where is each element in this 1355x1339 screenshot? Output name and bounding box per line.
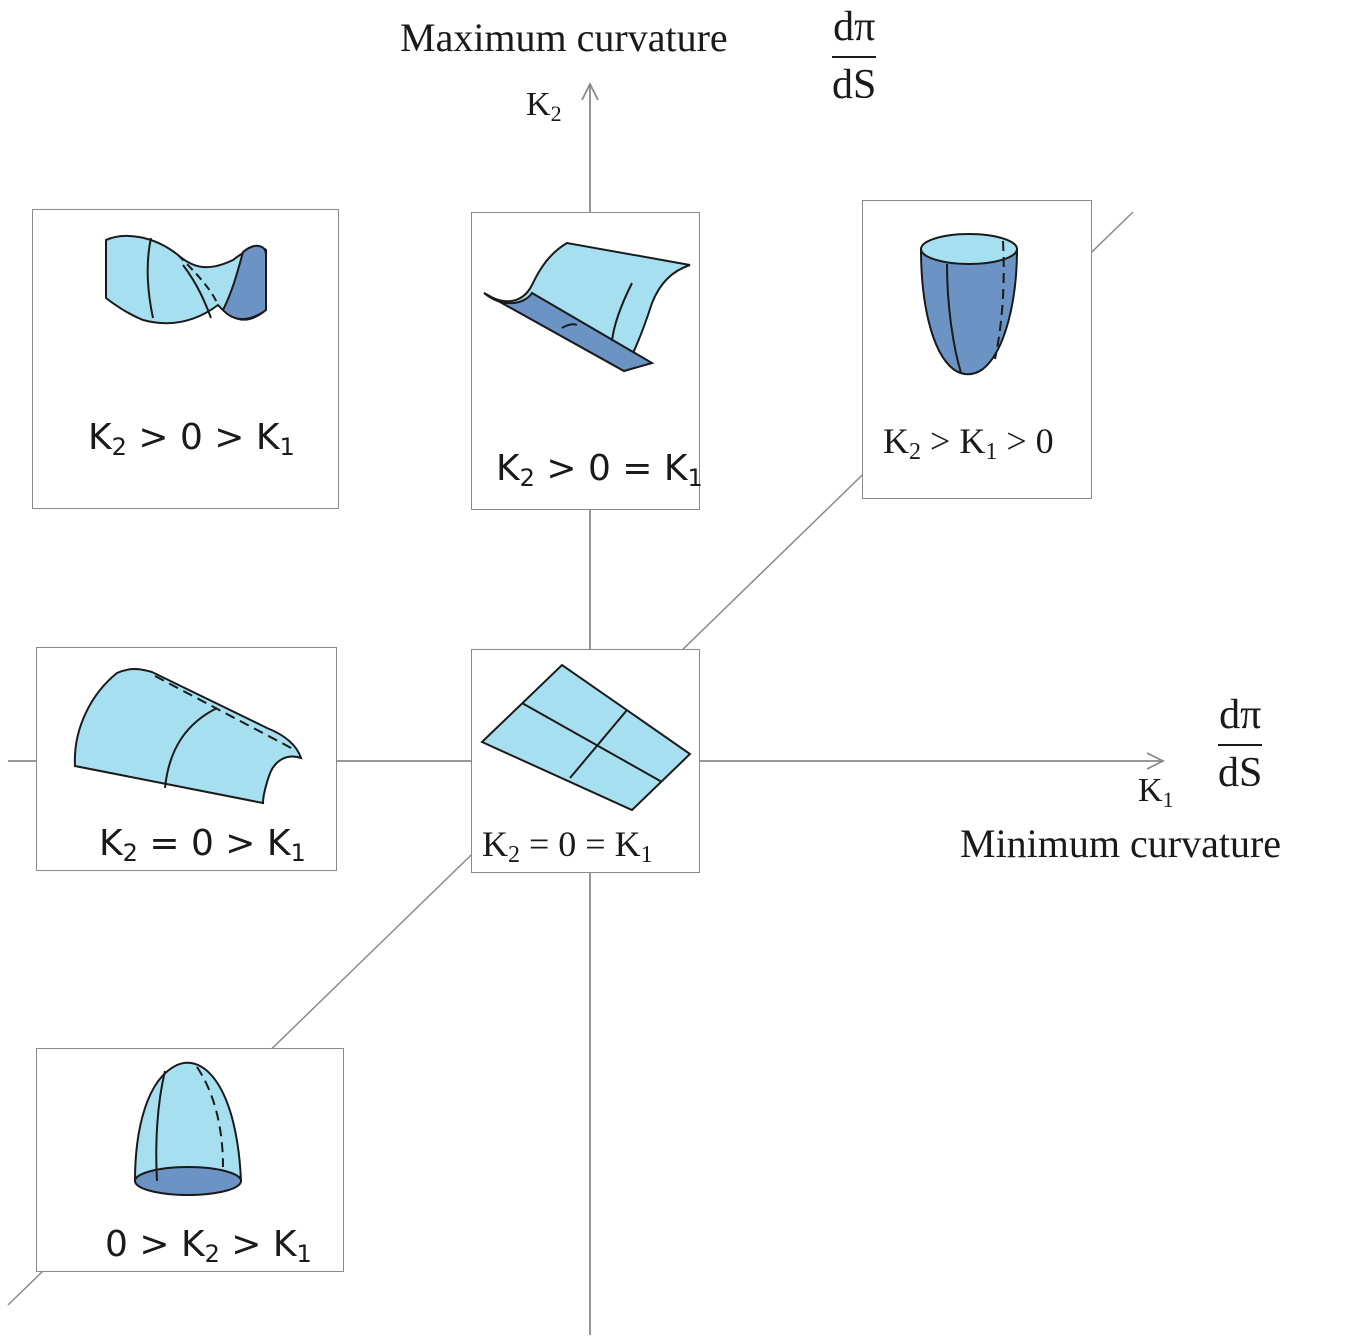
- horizontal-axis-symbol: K1: [1138, 772, 1174, 812]
- vertical-axis-title: Maximum curvature: [400, 15, 728, 60]
- valley-surface-icon: [483, 241, 691, 373]
- saddle-condition-label: K2 > 0 > K1: [88, 417, 295, 461]
- ridge-condition-label: K2 = 0 > K1: [99, 823, 306, 867]
- vertical-axis-symbol: K2: [526, 86, 562, 126]
- plane-condition-label: K2 = 0 = K1: [482, 824, 653, 868]
- horizontal-axis-title: Minimum curvature: [960, 821, 1282, 866]
- ridge-surface-icon: [73, 668, 303, 805]
- vertical-axis-arrowhead: [581, 81, 599, 101]
- panel-valley: K2 > 0 = K1: [471, 212, 703, 510]
- fraction-denominator: dS: [832, 62, 877, 108]
- panel-pit: K2 > K1 > 0: [862, 200, 1092, 499]
- horizontal-axis-arrowhead: [1146, 752, 1166, 770]
- peak-condition-label: 0 > K2 > K1: [105, 1224, 312, 1268]
- pit-surface-icon: [919, 233, 1019, 376]
- fraction-denominator: dS: [1218, 750, 1263, 796]
- vertical-axis-fraction: dπ dS: [832, 4, 877, 108]
- saddle-surface-icon: [105, 234, 267, 325]
- plane-surface-icon: [480, 663, 692, 812]
- panel-peak: 0 > K2 > K1: [36, 1048, 344, 1272]
- pit-condition-label: K2 > K1 > 0: [883, 421, 1054, 465]
- panel-saddle: K2 > 0 > K1: [32, 209, 339, 509]
- horizontal-axis-fraction: dπ dS: [1218, 692, 1263, 796]
- fraction-numerator: dπ: [1219, 692, 1262, 738]
- peak-surface-icon: [133, 1061, 243, 1196]
- panel-ridge: K2 = 0 > K1: [36, 647, 337, 871]
- fraction-bar: [832, 56, 877, 58]
- valley-condition-label: K2 > 0 = K1: [496, 448, 703, 492]
- panel-plane: K2 = 0 = K1: [471, 649, 700, 873]
- fraction-bar: [1218, 744, 1263, 746]
- fraction-numerator: dπ: [833, 4, 876, 50]
